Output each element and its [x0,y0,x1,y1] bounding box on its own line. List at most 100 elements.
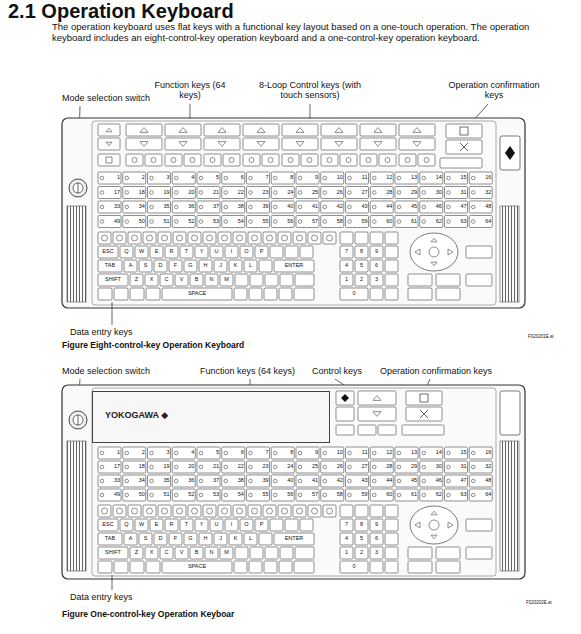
leader-line [112,575,113,590]
function-key-number: 30 [427,188,442,198]
key-legend: X [145,274,158,286]
function-key [370,447,393,459]
function-key [98,216,121,228]
function-key-led [249,479,253,483]
data-entry-key [98,260,122,272]
key-legend: L [244,533,257,545]
loop-down-key [126,138,162,150]
data-entry-key [294,561,314,573]
function-key-led [125,220,129,224]
function-key-led [348,493,352,497]
function-key-led [249,493,253,497]
data-entry-key [385,232,398,244]
function-key-led [100,479,104,483]
function-key [123,447,146,459]
function-key-number: 61 [402,490,417,500]
data-entry-key [173,232,186,244]
loop-up-key [126,124,162,136]
function-key [420,216,443,228]
key-legend: X [145,547,158,559]
function-key-led [471,176,475,180]
function-key-led [447,479,451,483]
function-key [296,172,319,184]
function-key-number: 26 [328,188,343,198]
key-legend: 7 [340,246,353,258]
function-key [247,475,270,487]
function-key [346,489,369,501]
function-key-led [273,191,277,195]
arrow-icon [257,142,265,147]
function-key [296,216,319,228]
key-legend: H [199,533,212,545]
function-key [98,475,121,487]
function-key-number: 41 [303,476,318,486]
control-key [98,124,120,136]
key-icon [424,158,429,163]
function-key [445,461,468,473]
data-entry-key [162,561,232,573]
key-legend: ESC [98,246,118,258]
key-field-frame [92,121,496,305]
data-entry-key [274,533,314,545]
function-key-number: 12 [377,173,392,183]
key-legend: 6 [370,533,383,545]
key-icon [460,127,468,135]
function-key-led [422,205,426,209]
key-icon [346,158,351,163]
key-legend: P [255,246,268,258]
function-key-number: 10 [328,448,343,458]
data-entry-key [340,533,353,545]
keyboard-housing [62,118,525,308]
data-entry-key [436,547,460,559]
function-key [197,461,220,473]
data-entry-key [124,533,137,545]
function-key-led [174,205,178,209]
key-icon [405,158,410,163]
data-entry-key [278,505,291,517]
key-legend: T [180,519,193,531]
key-legend: SPACE [162,288,232,300]
data-entry-key [466,547,492,559]
key-legend: H [199,260,212,272]
key-icon [460,143,468,151]
function-key-number: 7 [254,173,269,183]
key-legend: 8 [355,519,368,531]
key-legend: U [210,246,223,258]
function-key-number: 26 [328,462,343,472]
loop-up-key [165,124,201,136]
blank-plate [500,391,520,435]
function-key-number: 60 [377,217,392,227]
data-entry-key [233,232,246,244]
key-legend: B [190,274,203,286]
data-entry-key [98,246,118,258]
loop-small-key [126,154,143,166]
function-key-number: 30 [427,462,442,472]
function-key [271,461,294,473]
callout-label: Data entry keys [70,592,160,602]
function-key-number: 15 [452,448,467,458]
figure-caption: Figure One-control-key Operation Keyboar [62,610,362,620]
arrow-icon [106,128,112,132]
data-entry-key [285,246,298,258]
data-entry-key [385,274,398,286]
keyboard-housing [62,385,525,579]
function-key-number: 64 [476,490,491,500]
data-entry-key [340,519,353,531]
key-legend: ENTER [274,260,314,272]
data-entry-key [114,288,128,300]
data-entry-key [355,274,368,286]
loop-up-key [321,124,357,136]
function-key-number: 16 [476,173,491,183]
data-entry-key [295,274,314,286]
key-legend: 8 [355,246,368,258]
arrow-icon [296,142,304,147]
data-entry-key [139,260,152,272]
function-key-number: 54 [229,490,244,500]
function-key-led [348,451,352,455]
function-key-led [422,493,426,497]
key-legend: R [165,246,178,258]
function-key-led [298,465,302,469]
function-key-number: 18 [130,188,145,198]
function-key [469,172,492,184]
function-key-led [199,451,203,455]
